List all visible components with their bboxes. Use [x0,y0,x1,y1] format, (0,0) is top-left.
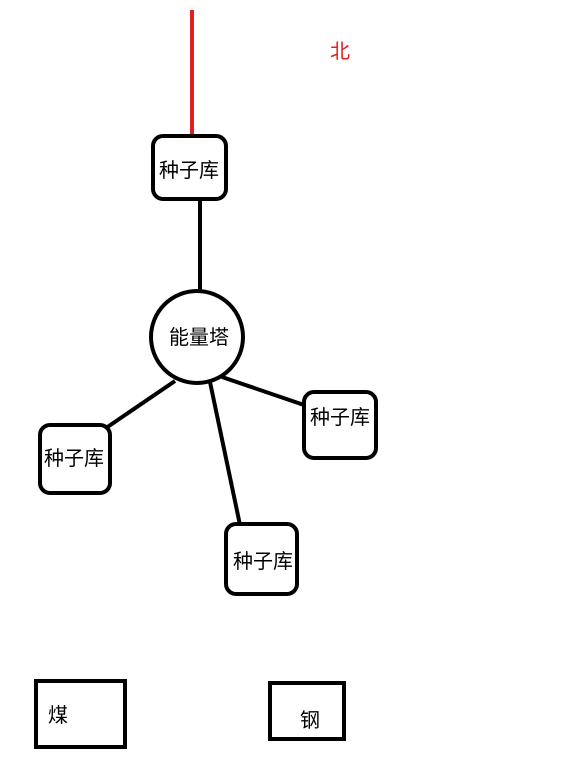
seed-store-bottom: 种子库 [224,522,299,596]
resource-steel: 钢 [268,681,346,741]
seed-store-box [224,522,299,596]
resource-box [34,679,127,749]
seed-store-top: 种子库 [151,134,228,201]
seed-store-box [38,423,112,495]
resource-coal: 煤 [34,679,127,749]
connector-tower-bottom-seed-store [208,381,242,526]
seed-store-label: 种子库 [233,549,293,573]
resource-label: 钢 [300,708,320,732]
seed-store-left: 种子库 [38,423,112,495]
energy-tower-circle [149,289,245,385]
north-label: 北 [330,39,350,63]
connector-tower-left-seed-store [104,379,177,430]
seed-store-label: 种子库 [159,158,219,182]
seed-store-box [151,134,228,201]
connector-tower-right-seed-store [221,375,305,407]
seed-store-label: 种子库 [44,446,104,470]
seed-store-label: 种子库 [310,405,370,429]
energy-tower-label: 能量塔 [169,325,229,349]
resource-label: 煤 [48,703,68,727]
seed-store-box [302,390,378,460]
seed-store-right: 种子库 [302,390,378,460]
resource-box [268,681,346,741]
energy-tower: 能量塔 [149,289,245,385]
